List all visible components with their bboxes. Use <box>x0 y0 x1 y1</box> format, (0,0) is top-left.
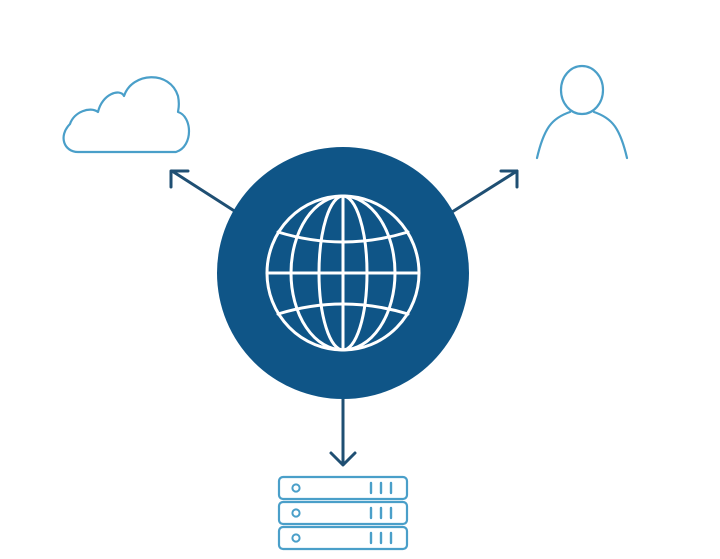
server-stack-icon <box>277 475 409 551</box>
arrow-hub-to-server <box>329 396 357 467</box>
server-unit <box>277 525 409 551</box>
server-unit-frame <box>277 525 409 551</box>
server-unit <box>277 500 409 526</box>
server-led-icon <box>291 508 301 518</box>
hub-node <box>217 147 469 399</box>
arrow-hub-to-user <box>450 169 519 214</box>
server-unit-frame <box>277 475 409 501</box>
server-unit-frame <box>277 500 409 526</box>
server-led-icon <box>291 483 301 493</box>
cloud-icon <box>62 76 191 154</box>
server-led-icon <box>291 533 301 543</box>
server-unit <box>277 475 409 501</box>
user-icon <box>535 64 629 160</box>
arrow-hub-to-cloud <box>169 169 238 214</box>
globe-icon <box>265 194 421 352</box>
